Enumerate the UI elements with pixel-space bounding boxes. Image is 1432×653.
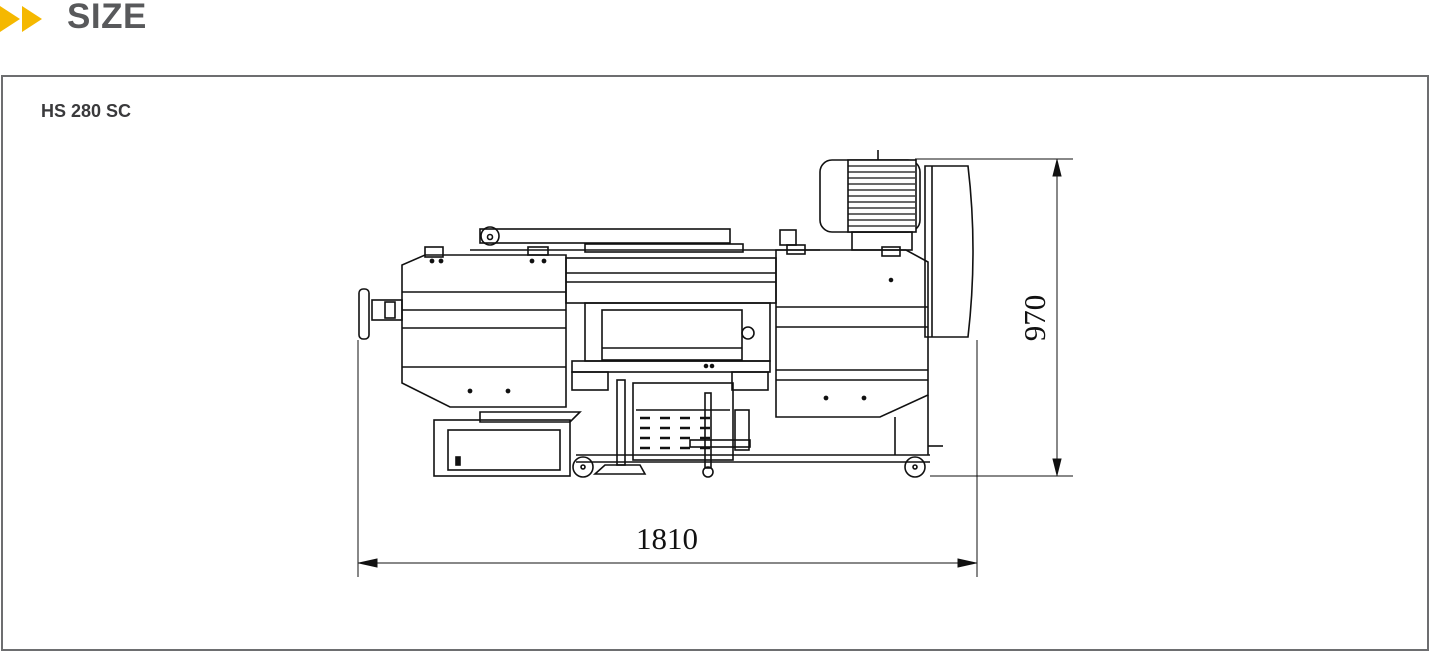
control-cabinet	[433, 411, 582, 477]
coolant-tank	[592, 379, 751, 478]
center-beam	[565, 257, 777, 391]
double-chevron-right-icon	[0, 6, 42, 32]
height-dimension: 970	[1017, 295, 1052, 342]
pulley-guard	[924, 165, 974, 338]
left-housing	[401, 246, 567, 408]
feed-handle	[358, 288, 403, 340]
drawing-frame	[1, 75, 1429, 651]
dimension-lines	[357, 158, 1073, 577]
width-dimension: 1810	[636, 521, 698, 556]
right-housing	[775, 229, 929, 418]
base-frame	[572, 395, 943, 478]
model-name: HS 280 SC	[41, 101, 132, 121]
motor	[819, 150, 921, 251]
top-bar	[470, 226, 820, 253]
section-title: SIZE	[67, 0, 147, 36]
